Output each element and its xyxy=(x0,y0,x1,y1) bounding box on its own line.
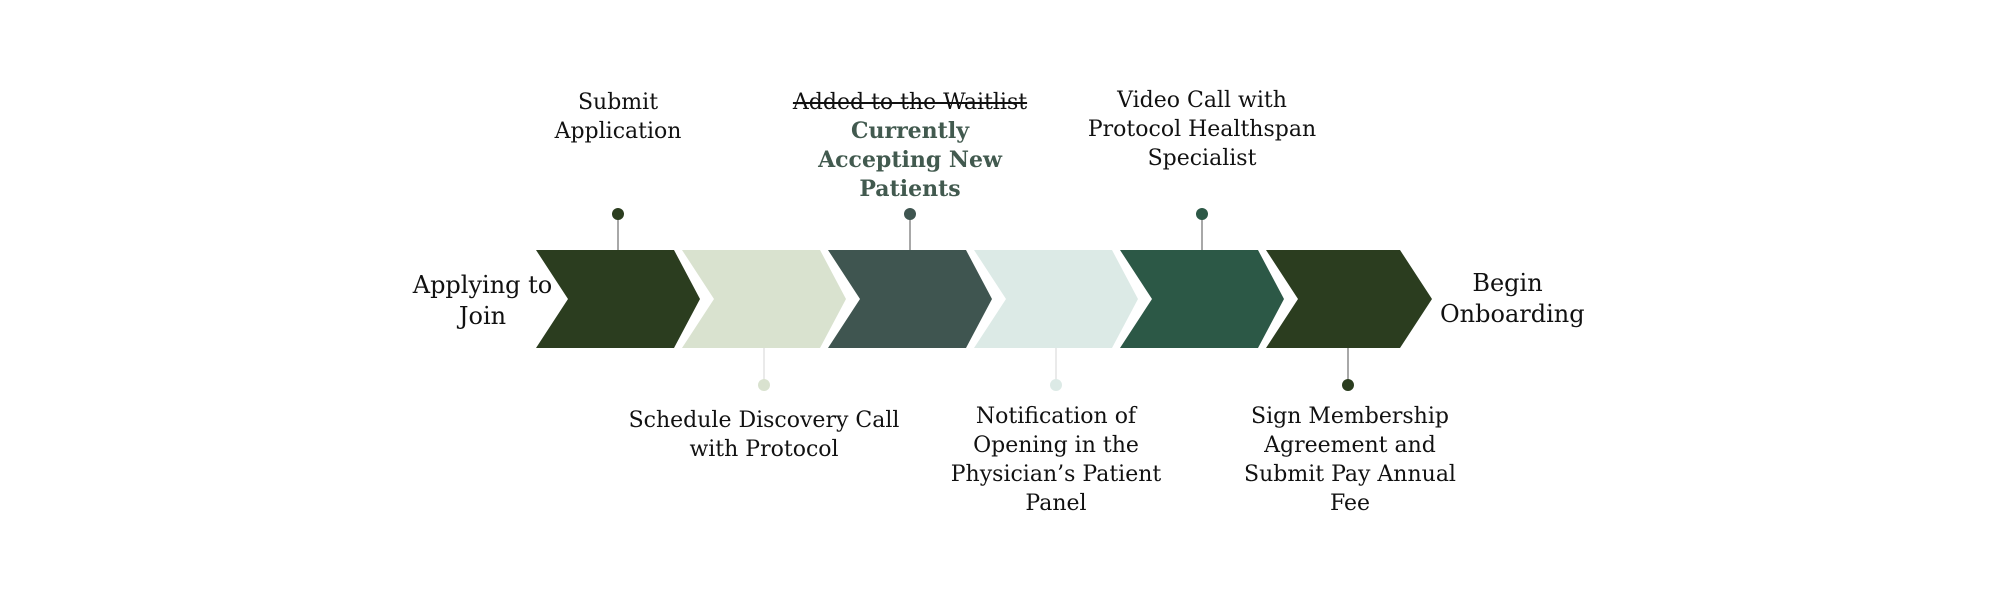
end-label-text: Begin Onboarding xyxy=(1440,269,1585,328)
step-1-label: Submit Application xyxy=(548,88,688,146)
step-5-label: Video Call with Protocol Healthspan Spec… xyxy=(1084,86,1320,173)
end-label: Begin Onboarding xyxy=(1440,268,1585,330)
connector-dot-2 xyxy=(758,379,770,391)
step-3-emphasis-text: Currently Accepting New Patients xyxy=(818,118,1002,202)
step-6-text: Sign Membership Agreement and Submit Pay… xyxy=(1244,404,1456,516)
step-2-label: Schedule Discovery Call with Protocol xyxy=(604,406,924,464)
chevron-row xyxy=(536,250,1432,348)
chevron-step-4 xyxy=(974,250,1138,348)
connectors xyxy=(612,208,1354,391)
step-5-text: Video Call with Protocol Healthspan Spec… xyxy=(1087,88,1317,171)
step-3-struck-text: Added to the Waitlist xyxy=(792,90,1028,115)
step-1-text: Submit Application xyxy=(554,90,682,144)
chevron-step-5 xyxy=(1120,250,1284,348)
step-6-label: Sign Membership Agreement and Submit Pay… xyxy=(1222,402,1478,518)
step-4-text: Notification of Opening in the Physician… xyxy=(950,404,1162,516)
connector-dot-1 xyxy=(612,208,624,220)
chevron-step-3 xyxy=(828,250,992,348)
start-label: Applying to Join xyxy=(405,270,560,332)
start-label-text: Applying to Join xyxy=(412,271,553,330)
step-2-text: Schedule Discovery Call with Protocol xyxy=(628,408,900,462)
step-3-label: Added to the Waitlist Currently Acceptin… xyxy=(790,88,1030,204)
connector-dot-6 xyxy=(1342,379,1354,391)
chevron-step-2 xyxy=(682,250,846,348)
connector-dot-5 xyxy=(1196,208,1208,220)
step-4-label: Notification of Opening in the Physician… xyxy=(948,402,1164,518)
chevron-step-1 xyxy=(536,250,700,348)
connector-dot-3 xyxy=(904,208,916,220)
chevron-step-6 xyxy=(1266,250,1432,348)
connector-dot-4 xyxy=(1050,379,1062,391)
